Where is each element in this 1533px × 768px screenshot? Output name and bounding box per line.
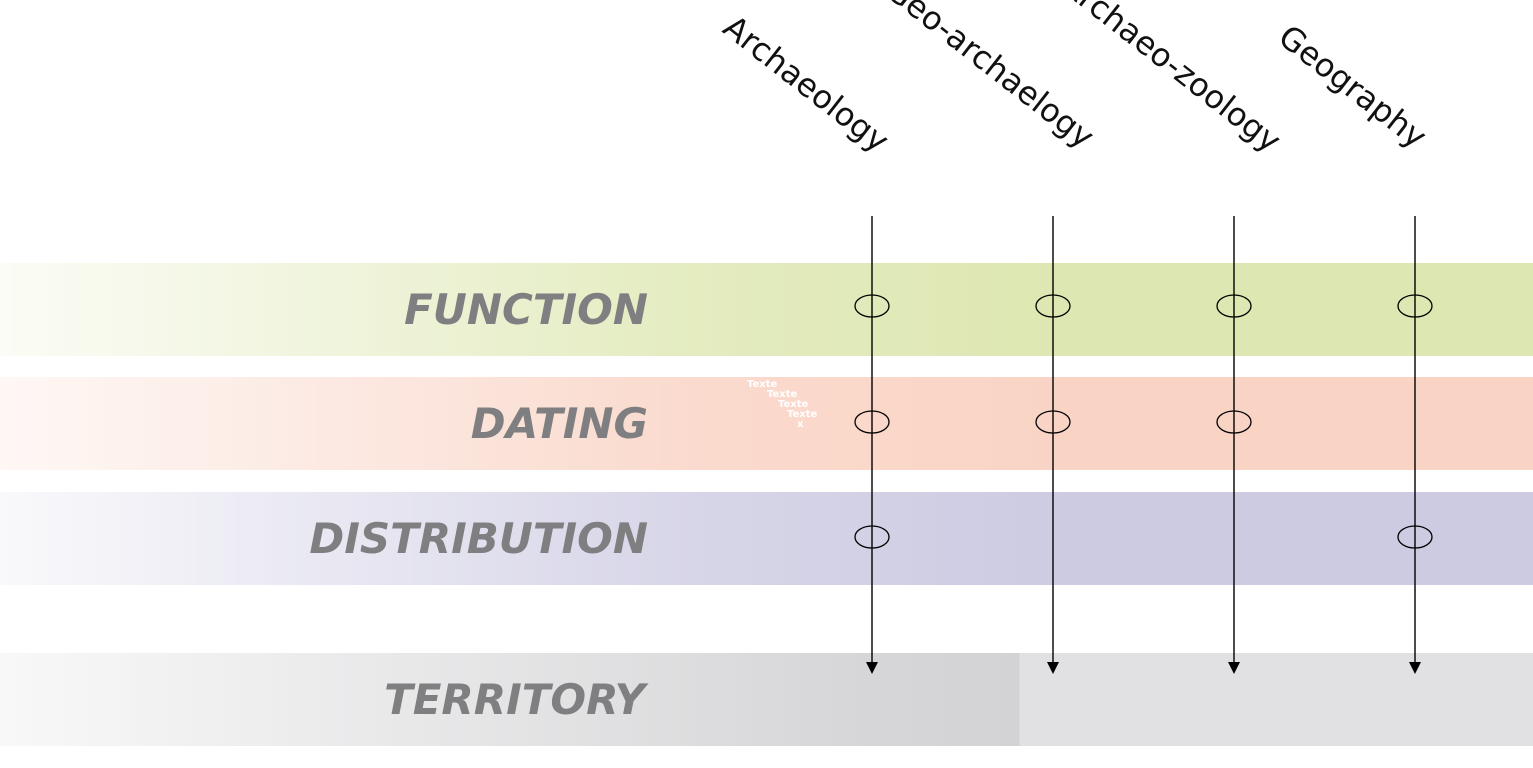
placeholder-text-1: Texte bbox=[747, 379, 778, 390]
arrowhead-archaeo-zoology bbox=[1228, 662, 1240, 674]
marker-dating-archaeology bbox=[854, 410, 890, 434]
placeholder-text-5: x bbox=[797, 419, 804, 430]
row-label-territory: TERRITORY bbox=[384, 675, 645, 724]
marker-dating-geo-archaelogy bbox=[1035, 410, 1071, 434]
band-dating: DATING bbox=[0, 377, 1533, 470]
marker-function-geography bbox=[1397, 294, 1433, 318]
marker-function-archaeology bbox=[854, 294, 890, 318]
band-distribution: DISTRIBUTION bbox=[0, 492, 1533, 585]
band-function: FUNCTION bbox=[0, 263, 1533, 356]
marker-function-archaeo-zoology bbox=[1216, 294, 1252, 318]
marker-dating-archaeo-zoology bbox=[1216, 410, 1252, 434]
row-label-distribution: DISTRIBUTION bbox=[309, 514, 648, 563]
marker-function-geo-archaelogy bbox=[1035, 294, 1071, 318]
placeholder-text-2: Texte bbox=[767, 389, 798, 400]
band-territory: TERRITORY bbox=[0, 653, 1533, 746]
arrowhead-archaeology bbox=[866, 662, 878, 674]
placeholder-text-3: Texte bbox=[778, 399, 809, 410]
placeholder-text-4: Texte bbox=[787, 409, 818, 420]
arrowhead-geo-archaelogy bbox=[1047, 662, 1059, 674]
row-label-function: FUNCTION bbox=[404, 285, 648, 334]
marker-distribution-geography bbox=[1397, 525, 1433, 549]
row-label-dating: DATING bbox=[470, 399, 648, 448]
arrowhead-geography bbox=[1409, 662, 1421, 674]
marker-distribution-archaeology bbox=[854, 525, 890, 549]
